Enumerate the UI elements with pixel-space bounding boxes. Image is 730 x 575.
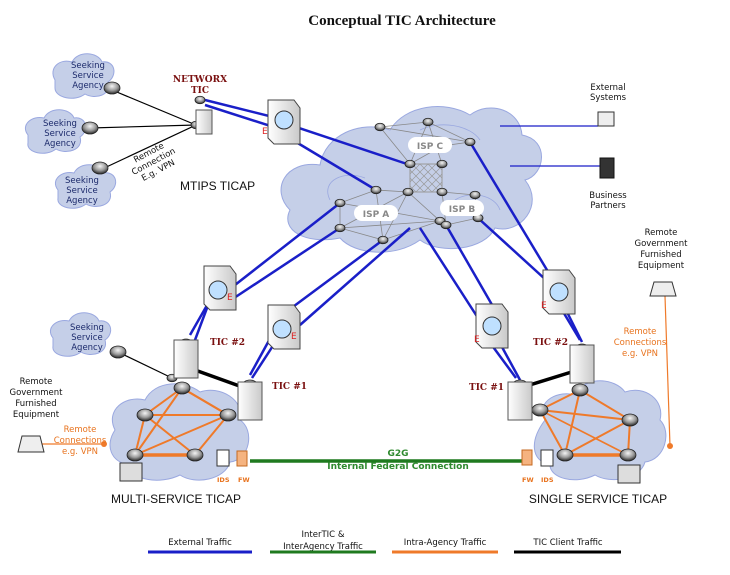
diagram-title: Conceptual TIC Architecture [308,13,496,29]
legend-label-client: TIC Client Traffic [532,538,603,548]
svg-text:E: E [227,293,233,303]
fw-left-label: FW [238,476,250,484]
router-icon [422,117,434,127]
agency-clouds [24,53,117,357]
router-icon [194,95,206,105]
tic-towers [173,109,595,421]
partner-links [500,125,600,167]
single-service-ticap-label: SINGLE SERVICE TICAP [529,492,667,506]
server-right-icon [617,464,641,484]
router-icon [334,198,346,208]
router-icon [404,159,416,169]
vpn-endpoint-right [667,443,673,449]
vpn-endpoint-left [101,441,107,447]
ids-left-icon [216,449,230,467]
tic1-right-tower [507,381,533,421]
svg-text:ISP C: ISP C [417,142,444,152]
mtips-ticap-label: MTIPS TICAP [180,179,255,193]
einstein-device: E [267,304,301,350]
router-icon [436,159,448,169]
tic2-right-tower [569,344,595,384]
tic2-right-label: TIC #2 [533,338,568,348]
tic1-left-label: TIC #1 [272,382,307,392]
router-icon [186,448,204,462]
external-systems-computer-icon [597,111,615,127]
svg-text:ISP B: ISP B [449,205,476,215]
svg-text:E: E [291,332,297,342]
router-icon [173,381,191,395]
router-icon [103,81,121,95]
ids-right-label: IDS [541,476,554,484]
networx-tic-tower [195,109,213,135]
router-icon [91,161,109,175]
legend-label-intertic: InterTIC &InterAgency Traffic [283,530,363,552]
laptop-right-icon [649,281,677,297]
einstein-device: E [203,265,237,311]
fw-left-icon [236,450,248,467]
svg-text:E: E [474,335,480,345]
router-icon [81,121,99,135]
svg-text:E: E [262,127,268,137]
einstein-devices: E E E E E [203,99,576,350]
server-left-icon [119,462,143,482]
svg-text:E: E [541,301,547,311]
router-icon [571,383,589,397]
router-icon [126,448,144,462]
einstein-device: E [541,269,576,315]
multi-service-ticap-label: MULTI-SERVICE TICAP [111,492,241,506]
router-icon [109,345,127,359]
intra-agency-links [42,295,671,457]
business-partners-server-icon [599,157,615,179]
router-icon [556,448,574,462]
svg-text:ISP A: ISP A [363,210,390,220]
router-icon [374,122,386,132]
ids-right-icon [540,449,554,467]
router-icon [469,190,481,200]
fw-right-label: FW [522,476,534,484]
einstein-device: E [474,303,509,349]
router-icon [619,448,637,462]
tic1-right-label: TIC #1 [469,383,504,393]
router-icon [621,413,639,427]
router-icon [136,408,154,422]
router-icon [402,187,414,197]
legend-label-external: External Traffic [168,538,232,548]
security-appliances [17,111,677,484]
isp-interconnect-mesh [409,163,443,193]
router-icon [464,137,476,147]
router-icon [370,185,382,195]
fw-right-icon [521,449,533,466]
tic2-left-tower [173,339,199,379]
legend-label-intra: Intra-Agency Traffic [404,538,487,548]
isp-labels: ISP A ISP B ISP C [354,137,484,221]
laptop-left-icon [17,435,45,453]
tic2-left-label: TIC #2 [210,338,245,348]
einstein-device: E [262,99,301,145]
router-icon [334,223,346,233]
legend: External Traffic InterTIC &InterAgency T… [148,530,621,554]
remote-connection-vpn-label: RemoteConnectionE.g. VPN [125,138,182,187]
router-icon [436,187,448,197]
ids-left-label: IDS [217,476,230,484]
router-icon [531,403,549,417]
router-icon [377,235,389,245]
router-icon [219,408,237,422]
router-icon [440,220,452,230]
tic1-left-tower [237,381,263,421]
